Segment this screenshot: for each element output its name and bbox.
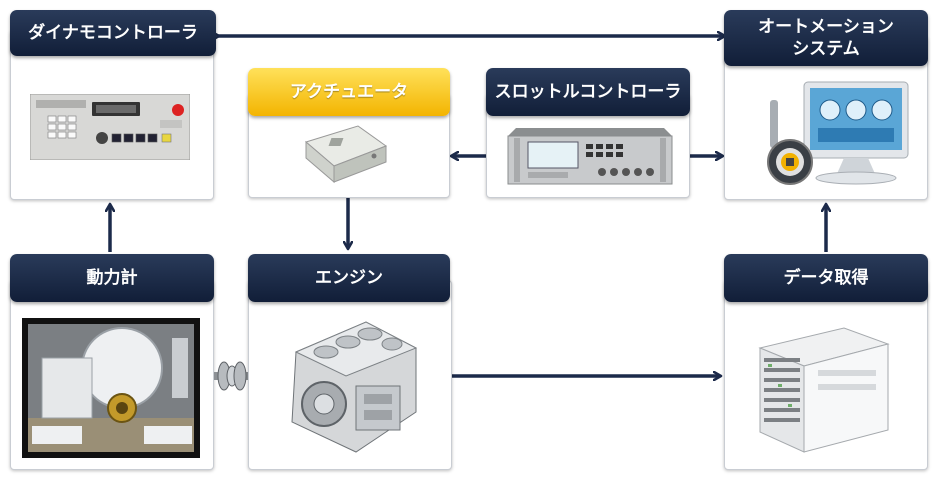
data-acquisition-label: データ取得 [783,268,869,288]
engine-header: エンジン [248,254,450,302]
coupling-icon [214,361,250,391]
throttle-controller-header: スロットルコントローラ [486,68,690,116]
actuator-header: アクチュエータ [248,68,450,116]
automation-system-label-line1: オートメーション [758,17,894,37]
engine-image [291,321,418,453]
dyno-controller-header: ダイナモコントローラ [10,10,216,56]
engine-label: エンジン [315,268,383,288]
automation-system-image [767,81,909,185]
throttle-controller-image [507,128,673,185]
dynamometer-header: 動力計 [10,254,214,302]
dynamometer-label: 動力計 [86,268,138,288]
dyno-controller-label: ダイナモコントローラ [28,23,198,43]
dyno-controller-image [30,94,190,160]
data-acquisition-header: データ取得 [724,254,928,302]
dynamometer-image [22,318,200,458]
throttle-controller-label: スロットルコントローラ [494,82,682,102]
data-acquisition-image [758,327,890,453]
actuator-label: アクチュエータ [289,82,409,102]
automation-system-label-line2: システム [792,39,860,59]
automation-system-header: オートメーション システム [724,10,928,66]
actuator-image [304,125,388,184]
